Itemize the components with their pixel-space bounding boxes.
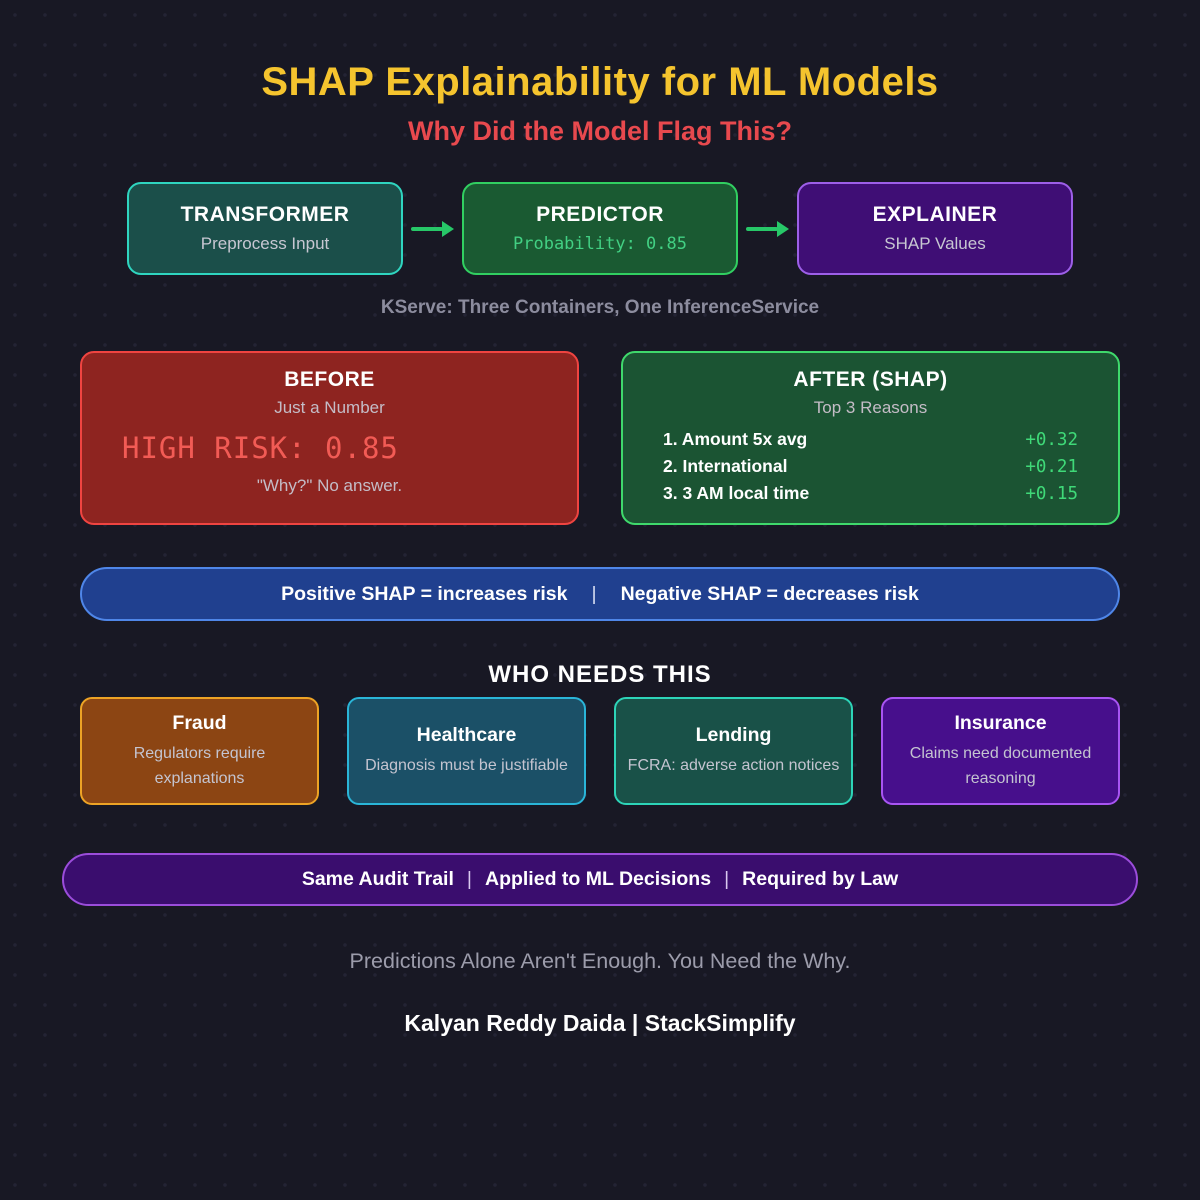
predictor-step-box: PREDICTOR Probability: 0.85 — [462, 182, 738, 275]
who-needs-heading: WHO NEEDS THIS — [488, 661, 712, 688]
arrow-head — [777, 220, 789, 237]
audit-part-3: Required by Law — [742, 868, 899, 890]
audit-part-1: Same Audit Trail — [301, 868, 454, 890]
audit-separator: | — [724, 868, 730, 890]
explainer-subtitle: SHAP Values — [884, 234, 986, 253]
predictor-title: PREDICTOR — [536, 203, 664, 226]
arrow-line — [746, 226, 778, 231]
shap-reason-list: 1. Amount 5x avg +0.32 2. International … — [623, 429, 1118, 510]
high-risk-score: HIGH RISK: 0.85 — [122, 431, 399, 465]
reason-label: 1. Amount 5x avg — [663, 429, 808, 449]
flow-arrow-icon — [738, 220, 797, 237]
author-credit: Kalyan Reddy Daida | StackSimplify — [404, 1010, 796, 1036]
explainer-title: EXPLAINER — [872, 203, 998, 226]
audit-separator: | — [466, 868, 472, 890]
reason-shap-value: +0.21 — [1025, 457, 1078, 477]
before-subtitle: Just a Number — [274, 398, 385, 417]
shap-reason-row: 2. International +0.21 — [663, 456, 1078, 483]
arrow-line — [411, 226, 443, 231]
reason-shap-value: +0.32 — [1025, 430, 1078, 450]
flow-arrow-icon — [403, 220, 462, 237]
before-title: BEFORE — [284, 368, 375, 391]
fraud-card-title: Fraud — [172, 711, 227, 734]
reason-label: 3. 3 AM local time — [663, 483, 810, 503]
healthcare-card-body: Diagnosis must be justifiable — [365, 757, 568, 774]
industry-cards-row: Fraud Regulators require explanations He… — [80, 697, 1120, 805]
explainer-step-box: EXPLAINER SHAP Values — [797, 182, 1073, 275]
pipeline-row: TRANSFORMER Preprocess Input PREDICTOR P… — [80, 182, 1120, 275]
legend-negative-text: Negative SHAP = decreases risk — [620, 582, 919, 605]
after-subtitle: Top 3 Reasons — [813, 398, 928, 417]
fraud-card: Fraud Regulators require explanations — [80, 697, 319, 805]
after-panel: AFTER (SHAP) Top 3 Reasons 1. Amount 5x … — [621, 351, 1120, 525]
closing-tagline: Predictions Alone Aren't Enough. You Nee… — [349, 949, 851, 973]
arrow-head — [442, 220, 454, 237]
page-subtitle: Why Did the Model Flag This? — [408, 116, 792, 146]
legend-positive-text: Positive SHAP = increases risk — [281, 582, 568, 605]
audit-trail-banner: Same Audit Trail | Applied to ML Decisio… — [62, 853, 1138, 906]
lending-card: Lending FCRA: adverse action notices — [614, 697, 853, 805]
transformer-subtitle: Preprocess Input — [200, 234, 330, 253]
lending-card-body: FCRA: adverse action notices — [627, 757, 840, 774]
healthcare-card-title: Healthcare — [416, 724, 517, 746]
lending-card-title: Lending — [695, 724, 772, 746]
shap-legend-banner: Positive SHAP = increases risk | Negativ… — [80, 567, 1120, 621]
shap-reason-row: 3. 3 AM local time +0.15 — [663, 483, 1078, 510]
before-note: "Why?" No answer. — [256, 476, 403, 495]
transformer-title: TRANSFORMER — [180, 203, 350, 226]
audit-part-2: Applied to ML Decisions — [484, 868, 712, 890]
shap-reason-row: 1. Amount 5x avg +0.32 — [663, 429, 1078, 456]
transformer-step-box: TRANSFORMER Preprocess Input — [127, 182, 403, 275]
reason-label: 2. International — [663, 456, 788, 476]
insurance-card-body: Claims need documented reasoning — [909, 744, 1092, 787]
predictor-probability: Probability: 0.85 — [513, 234, 687, 254]
insurance-card-title: Insurance — [954, 711, 1047, 734]
fraud-card-body: Regulators require explanations — [133, 744, 266, 787]
healthcare-card: Healthcare Diagnosis must be justifiable — [347, 697, 586, 805]
before-after-row: BEFORE Just a Number HIGH RISK: 0.85 "Wh… — [80, 351, 1120, 525]
reason-shap-value: +0.15 — [1025, 484, 1078, 504]
page-title: SHAP Explainability for ML Models — [261, 60, 939, 104]
before-panel: BEFORE Just a Number HIGH RISK: 0.85 "Wh… — [80, 351, 579, 525]
kserve-caption: KServe: Three Containers, One InferenceS… — [380, 297, 820, 318]
insurance-card: Insurance Claims need documented reasoni… — [881, 697, 1120, 805]
after-title: AFTER (SHAP) — [793, 368, 948, 391]
legend-separator: | — [591, 582, 597, 605]
